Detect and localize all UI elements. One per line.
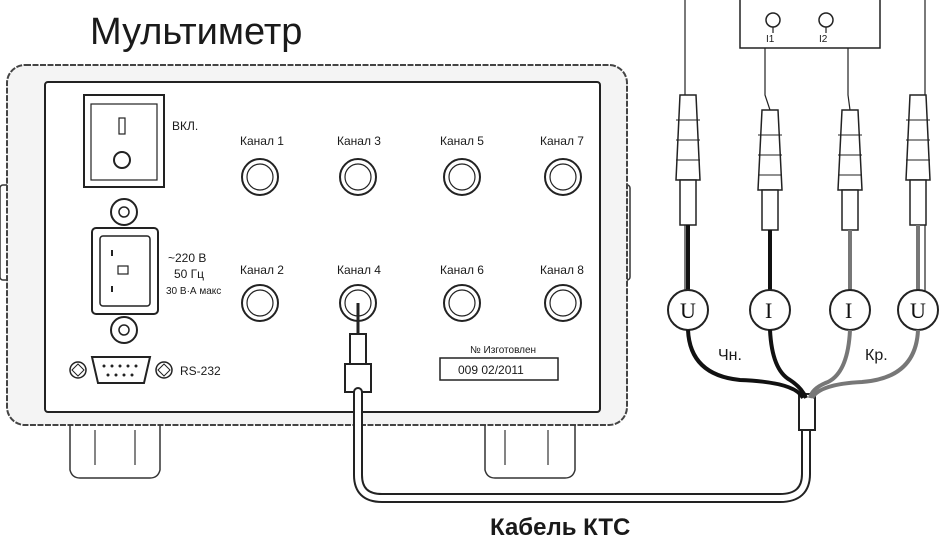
channel-5[interactable]: Канал 5	[440, 134, 484, 196]
power-switch-label: ВКЛ.	[172, 119, 198, 133]
clip-i-right	[837, 109, 863, 231]
test-object	[684, 0, 926, 300]
red-wires	[808, 329, 920, 400]
serial-plate	[439, 357, 559, 381]
rs232-label: RS-232	[180, 364, 221, 378]
black-wires	[686, 329, 808, 400]
clip-u-left	[675, 94, 701, 226]
cable-label: Кабель КТС	[490, 514, 630, 541]
channel-3[interactable]: Канал 3	[337, 134, 381, 196]
meter-u-left: U	[667, 289, 709, 331]
meter-u-right: U	[897, 289, 939, 331]
ktc-cable	[344, 303, 816, 503]
wire-black-label: Чн.	[718, 347, 742, 364]
channel-3-label: Канал 3	[337, 134, 381, 148]
meter-u-right-symbol: U	[910, 298, 926, 323]
channel-8-label: Канал 8	[540, 263, 584, 277]
case-foot-right	[484, 425, 576, 479]
channel-7[interactable]: Канал 7	[540, 134, 584, 196]
power-switch[interactable]	[83, 94, 165, 188]
meter-i-left: I	[749, 289, 791, 331]
mains-voltage: ~220 В	[168, 251, 206, 265]
case-foot-left	[69, 425, 161, 479]
clip-i-left	[757, 109, 783, 231]
channel-2-label: Канал 2	[240, 263, 284, 277]
serial-header: № Изготовлен	[470, 345, 536, 356]
wire-red-label: Кр.	[865, 347, 888, 364]
rs232-connector	[69, 356, 173, 384]
channel-4-label: Канал 4	[337, 263, 381, 277]
mains-power: 30 В·А макс	[166, 286, 221, 297]
channel-1[interactable]: Канал 1	[240, 134, 284, 196]
serial-value: 009 02/2011	[458, 363, 524, 377]
meter-i-right: I	[829, 289, 871, 331]
channel-7-label: Канал 7	[540, 134, 584, 148]
channel-6-label: Канал 6	[440, 263, 484, 277]
clip-u-right	[905, 94, 931, 226]
terminal-i2: I2	[819, 34, 828, 45]
channel-5-label: Канал 5	[440, 134, 484, 148]
meter-u-left-symbol: U	[680, 298, 696, 323]
mains-socket	[91, 198, 159, 344]
channel-8[interactable]: Канал 8	[540, 263, 584, 322]
channel-6[interactable]: Канал 6	[440, 263, 484, 322]
terminal-i1: I1	[766, 34, 775, 45]
mains-frequency: 50 Гц	[174, 267, 204, 281]
channel-2[interactable]: Канал 2	[240, 263, 284, 322]
diagram-title: Мультиметр	[90, 11, 302, 53]
channel-1-label: Канал 1	[240, 134, 284, 148]
meter-i-right-symbol: I	[845, 298, 852, 323]
meter-i-left-symbol: I	[765, 298, 772, 323]
